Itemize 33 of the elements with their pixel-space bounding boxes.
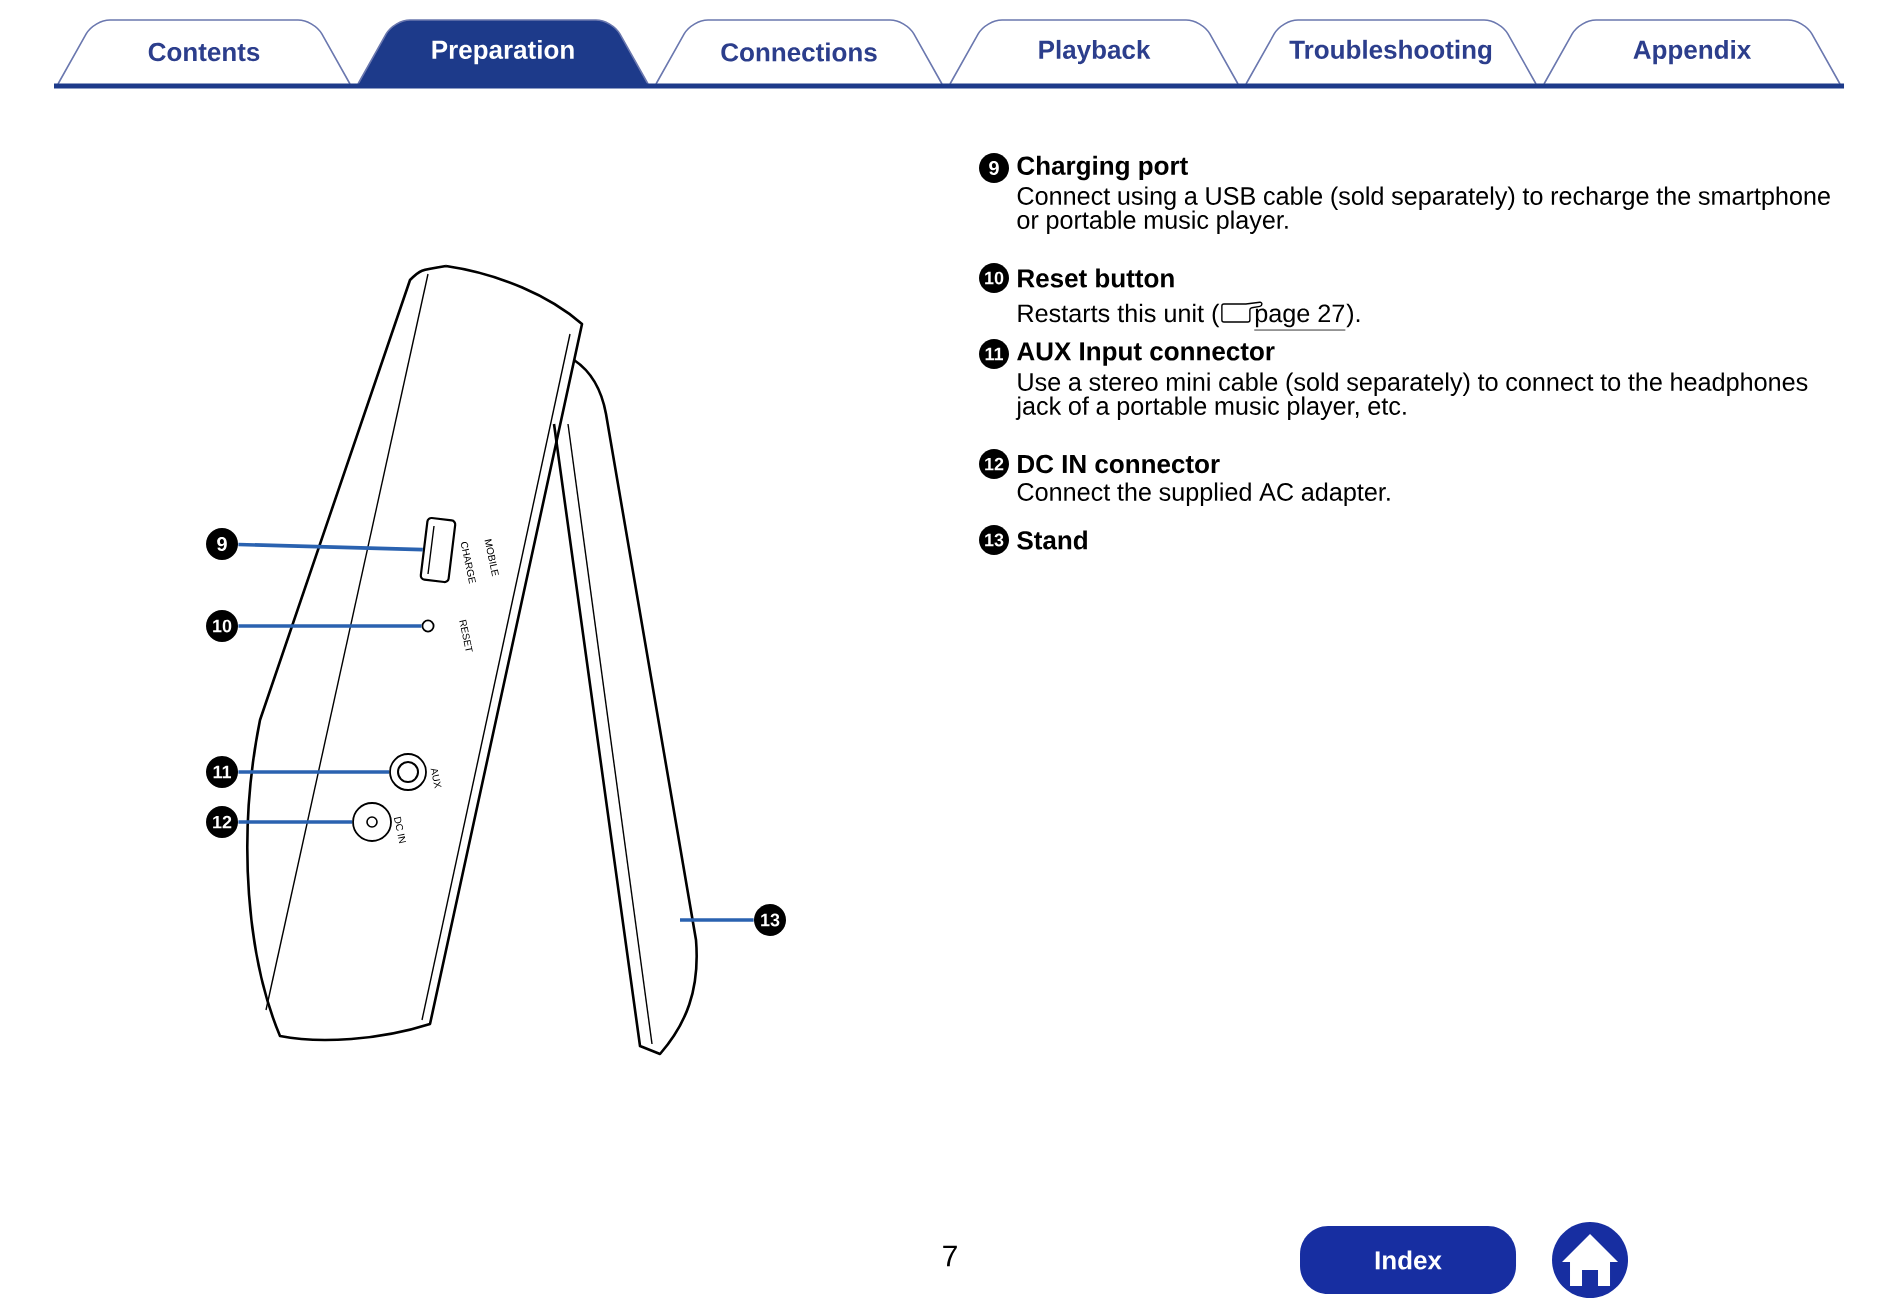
dc-jack <box>352 802 392 842</box>
callout-number: 9 <box>979 153 1009 183</box>
callout-number: 11 <box>979 339 1009 369</box>
leader-line <box>238 820 353 824</box>
index-button: Index <box>1300 1226 1516 1294</box>
item-description: Connect the supplied AC adapter. <box>1017 482 1390 506</box>
callout-number: 11 <box>206 756 238 788</box>
page-number: 7 <box>943 1245 957 1267</box>
tab: Contents <box>57 19 351 85</box>
callout-number: 10 <box>206 610 238 642</box>
usb-port <box>419 516 457 584</box>
item-description: Use a stereo mini cable (sold separately) to connect to the headphones jack of a portable music player, etc. <box>1015 372 1808 420</box>
callout-number: 12 <box>206 806 238 838</box>
reset-hole <box>421 619 435 633</box>
leader-line <box>680 918 754 922</box>
tab: Playback <box>949 19 1239 85</box>
tab: Connections <box>655 19 943 85</box>
callout-number: 10 <box>979 263 1009 293</box>
tab: Appendix <box>1543 19 1841 85</box>
callout-number: 13 <box>979 525 1009 555</box>
callout-number: 12 <box>979 449 1009 479</box>
tab: Troubleshooting <box>1245 19 1537 85</box>
item-description: Restarts this unit ( <box>1018 303 1220 328</box>
aux-jack <box>389 753 427 791</box>
leader-line <box>238 770 390 774</box>
item-description: Connect using a USB cable (sold separately) to recharge the smartphone or portable music player. <box>1017 186 1830 234</box>
page-link: page 27 <box>1253 304 1346 331</box>
tab: Preparation <box>357 19 649 85</box>
item-description: ). <box>1346 303 1360 328</box>
callout-number: 9 <box>206 528 238 560</box>
leader-line <box>238 542 423 552</box>
callout-number: 13 <box>754 904 786 936</box>
leader-line <box>238 624 422 628</box>
